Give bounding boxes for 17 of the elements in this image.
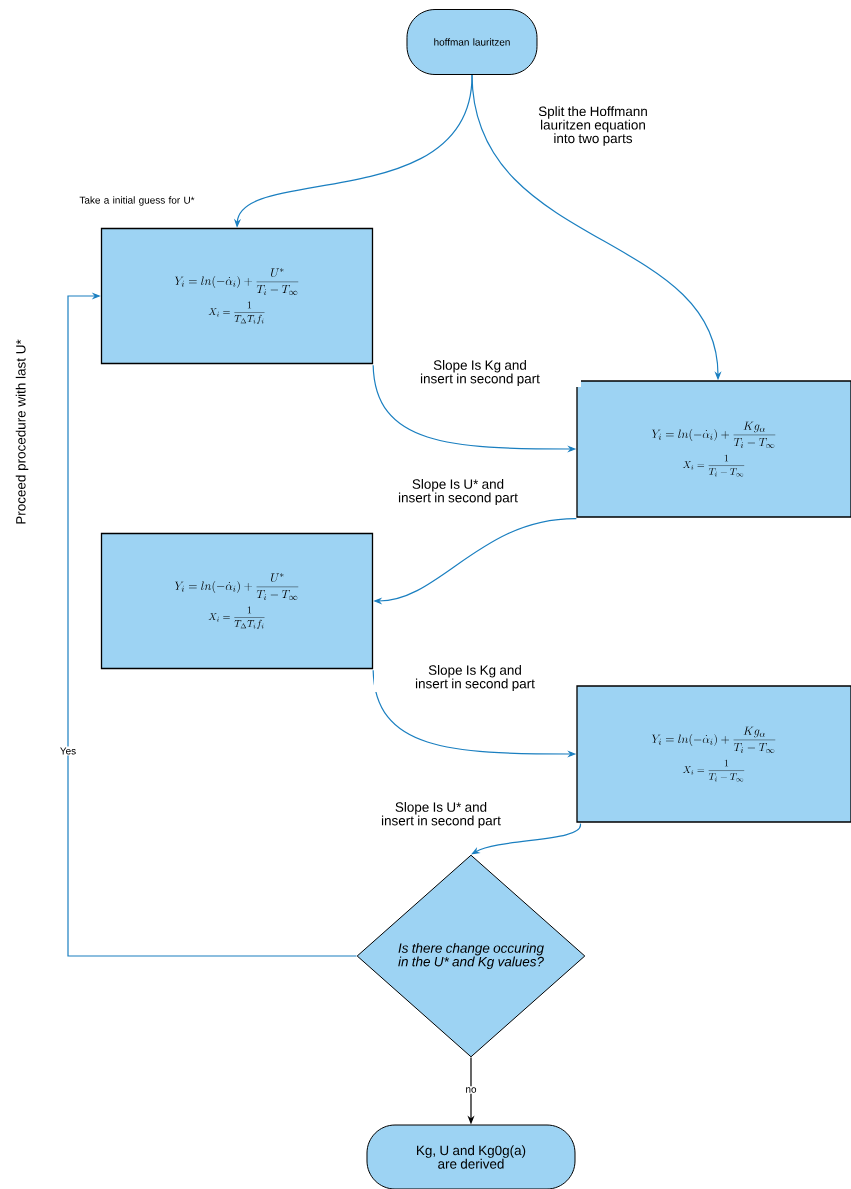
edge-label: Take a initial guess for U* [79,196,195,206]
formula-box: $Y_i = ln(-\dot{\alpha}_i) + \frac{U^*}{T_i - T_\infty}$ $X_i = \frac{1}{T_\Delta T_i f_i}$ [100,532,374,670]
formula-box: $Y_i = ln(-\dot{\alpha}_i) + \frac{Kg_\alpha}{T_i - T_\infty}$ $X_i = \frac{1}{T_i - T_\infty}$ [576,685,851,823]
edge-label: Slope Is U* and insert in second part [398,478,518,506]
edge-label: Yes [60,747,76,755]
edge-label: Slope Is Kg and insert in second part [415,664,535,692]
terminal-box: Kg, U and Kg0g(a) are derived [366,1124,576,1189]
side-label: Proceed procedure with last U* [15,339,29,524]
arrow [67,292,358,957]
edge-label: Slope Is Kg and insert in second part [420,359,540,387]
terminal-box: hoffman lauritzen [406,9,538,75]
arrow [471,823,581,855]
edge-label: Slope Is U* and insert in second part [381,801,501,829]
formula-box: $Y_i = ln(-\dot{\alpha}_i) + \frac{U^*}{T_i - T_\infty}$ $X_i = \frac{1}{T_\Delta T_i f_i}$ [100,227,374,365]
edge-label: no [466,1087,477,1093]
edge-label: Split the Hoffmann lauritzen equation into two parts [538,106,647,146]
formula-box: $Y_i = ln(-\dot{\alpha}_i) + \frac{Kg_\alpha}{T_i - T_\infty}$ $X_i = \frac{1}{T_i - T_\infty}$ [576,380,851,518]
